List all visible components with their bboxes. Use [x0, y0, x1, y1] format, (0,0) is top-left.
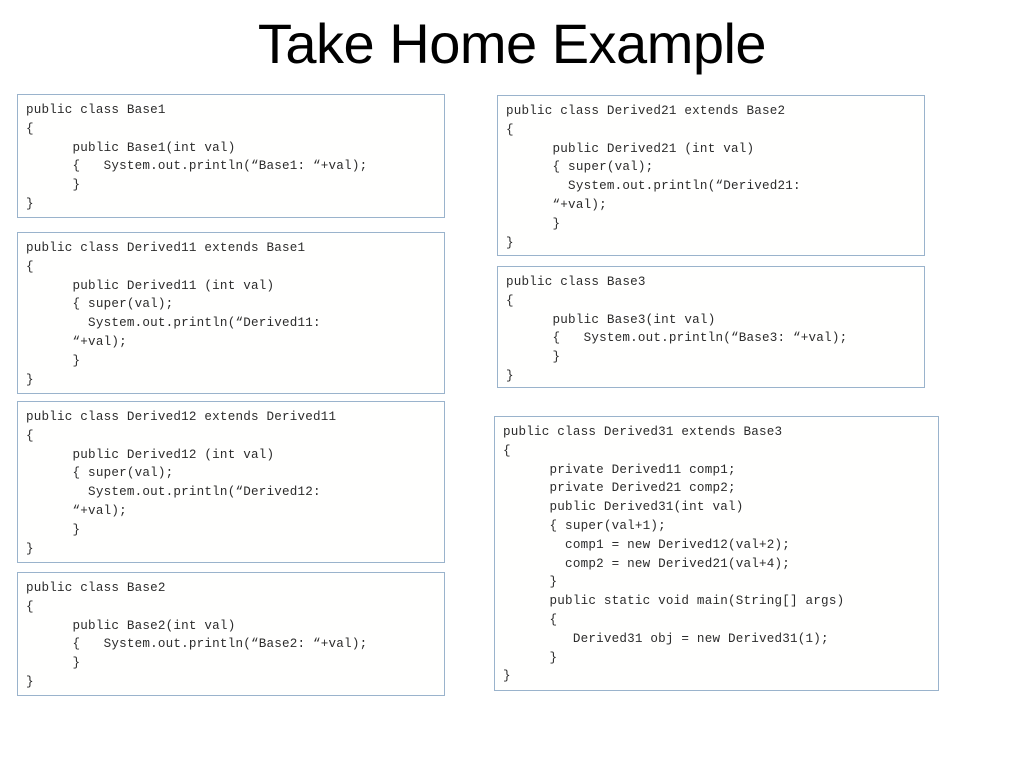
code-box-derived21[interactable]: public class Derived21 extends Base2 { p… [497, 95, 925, 256]
code-box-base2[interactable]: public class Base2 { public Base2(int va… [17, 572, 445, 696]
page-title: Take Home Example [257, 12, 767, 75]
code-text-derived12: public class Derived12 extends Derived11… [26, 410, 337, 556]
code-text-base3: public class Base3 { public Base3(int va… [506, 275, 848, 383]
code-box-base3[interactable]: public class Base3 { public Base3(int va… [497, 266, 925, 388]
code-text-derived31: public class Derived31 extends Base3 { p… [503, 425, 845, 684]
code-text-derived21: public class Derived21 extends Base2 { p… [506, 104, 801, 250]
code-box-derived11[interactable]: public class Derived11 extends Base1 { p… [17, 232, 445, 394]
code-box-derived31[interactable]: public class Derived31 extends Base3 { p… [494, 416, 939, 691]
code-text-derived11: public class Derived11 extends Base1 { p… [26, 241, 321, 387]
code-box-base1[interactable]: public class Base1 { public Base1(int va… [17, 94, 445, 218]
code-text-base1: public class Base1 { public Base1(int va… [26, 103, 368, 211]
code-text-base2: public class Base2 { public Base2(int va… [26, 581, 368, 689]
code-box-derived12[interactable]: public class Derived12 extends Derived11… [17, 401, 445, 563]
